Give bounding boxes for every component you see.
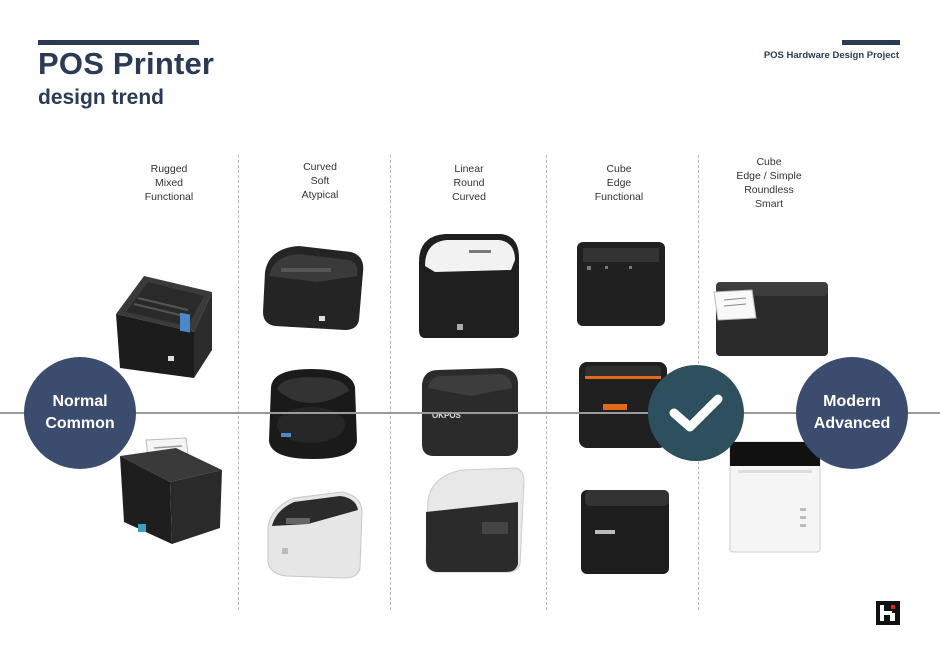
printer-cube-1 <box>577 242 665 326</box>
tag: Mixed <box>154 177 183 189</box>
normal-common-marker: Normal Common <box>24 357 136 469</box>
axis-right-label-line1: Modern <box>823 393 881 410</box>
tag: Cube <box>606 163 632 175</box>
project-name: POS Hardware Design Project <box>763 50 899 61</box>
printer-rugged-1 <box>116 276 212 378</box>
trend-axis-line <box>0 412 940 414</box>
axis-left-label-line1: Normal <box>52 393 108 410</box>
title-accent-bar <box>38 40 199 45</box>
column-tags-linear: Linear Round Curved <box>409 162 529 204</box>
tag: Soft <box>310 175 330 187</box>
tag: Edge / Simple <box>736 170 802 182</box>
okpos-logo: OKPOS <box>432 411 462 420</box>
printer-linear-3 <box>425 467 525 573</box>
axis-left-label-line2: Common <box>45 415 115 432</box>
tag: Curved <box>452 191 486 203</box>
printer-smart-2 <box>729 441 821 553</box>
printer-curved-3 <box>267 491 363 579</box>
column-divider <box>390 155 391 610</box>
printer-curved-1 <box>263 246 364 330</box>
tag: Edge <box>606 177 632 189</box>
column-tags-smart: Cube Edge / Simple Roundless Smart <box>709 155 829 211</box>
printer-curved-2 <box>269 369 357 459</box>
printer-smart-1 <box>713 282 828 356</box>
tag: Round <box>453 177 485 189</box>
tag: Roundless <box>744 184 794 196</box>
modern-advanced-marker: Modern Advanced <box>796 357 908 469</box>
tag: Curved <box>303 161 337 173</box>
tag: Functional <box>594 191 644 203</box>
tag: Functional <box>144 191 194 203</box>
printer-cube-2 <box>579 362 667 448</box>
project-accent-bar <box>842 40 900 45</box>
column-divider <box>546 155 547 610</box>
tag: Atypical <box>301 189 339 201</box>
tag: Smart <box>754 198 783 210</box>
column-tags-curved: Curved Soft Atypical <box>260 160 380 202</box>
printer-linear-1 <box>419 234 519 338</box>
tag: Cube <box>756 156 782 168</box>
printer-cube-3 <box>581 490 669 574</box>
page-subtitle: design trend <box>38 86 165 109</box>
tag: Linear <box>454 163 484 175</box>
axis-right-label-line2: Advanced <box>813 415 891 432</box>
tag: Rugged <box>150 163 188 175</box>
column-divider <box>238 155 239 610</box>
printer-rugged-2 <box>120 437 222 544</box>
column-tags-rugged: Rugged Mixed Functional <box>109 162 229 204</box>
selected-check-marker <box>648 365 744 461</box>
brand-logo-icon <box>876 601 900 625</box>
column-tags-cube: Cube Edge Functional <box>559 162 679 204</box>
check-icon <box>669 394 723 432</box>
page-title: POS Printer <box>38 46 215 81</box>
